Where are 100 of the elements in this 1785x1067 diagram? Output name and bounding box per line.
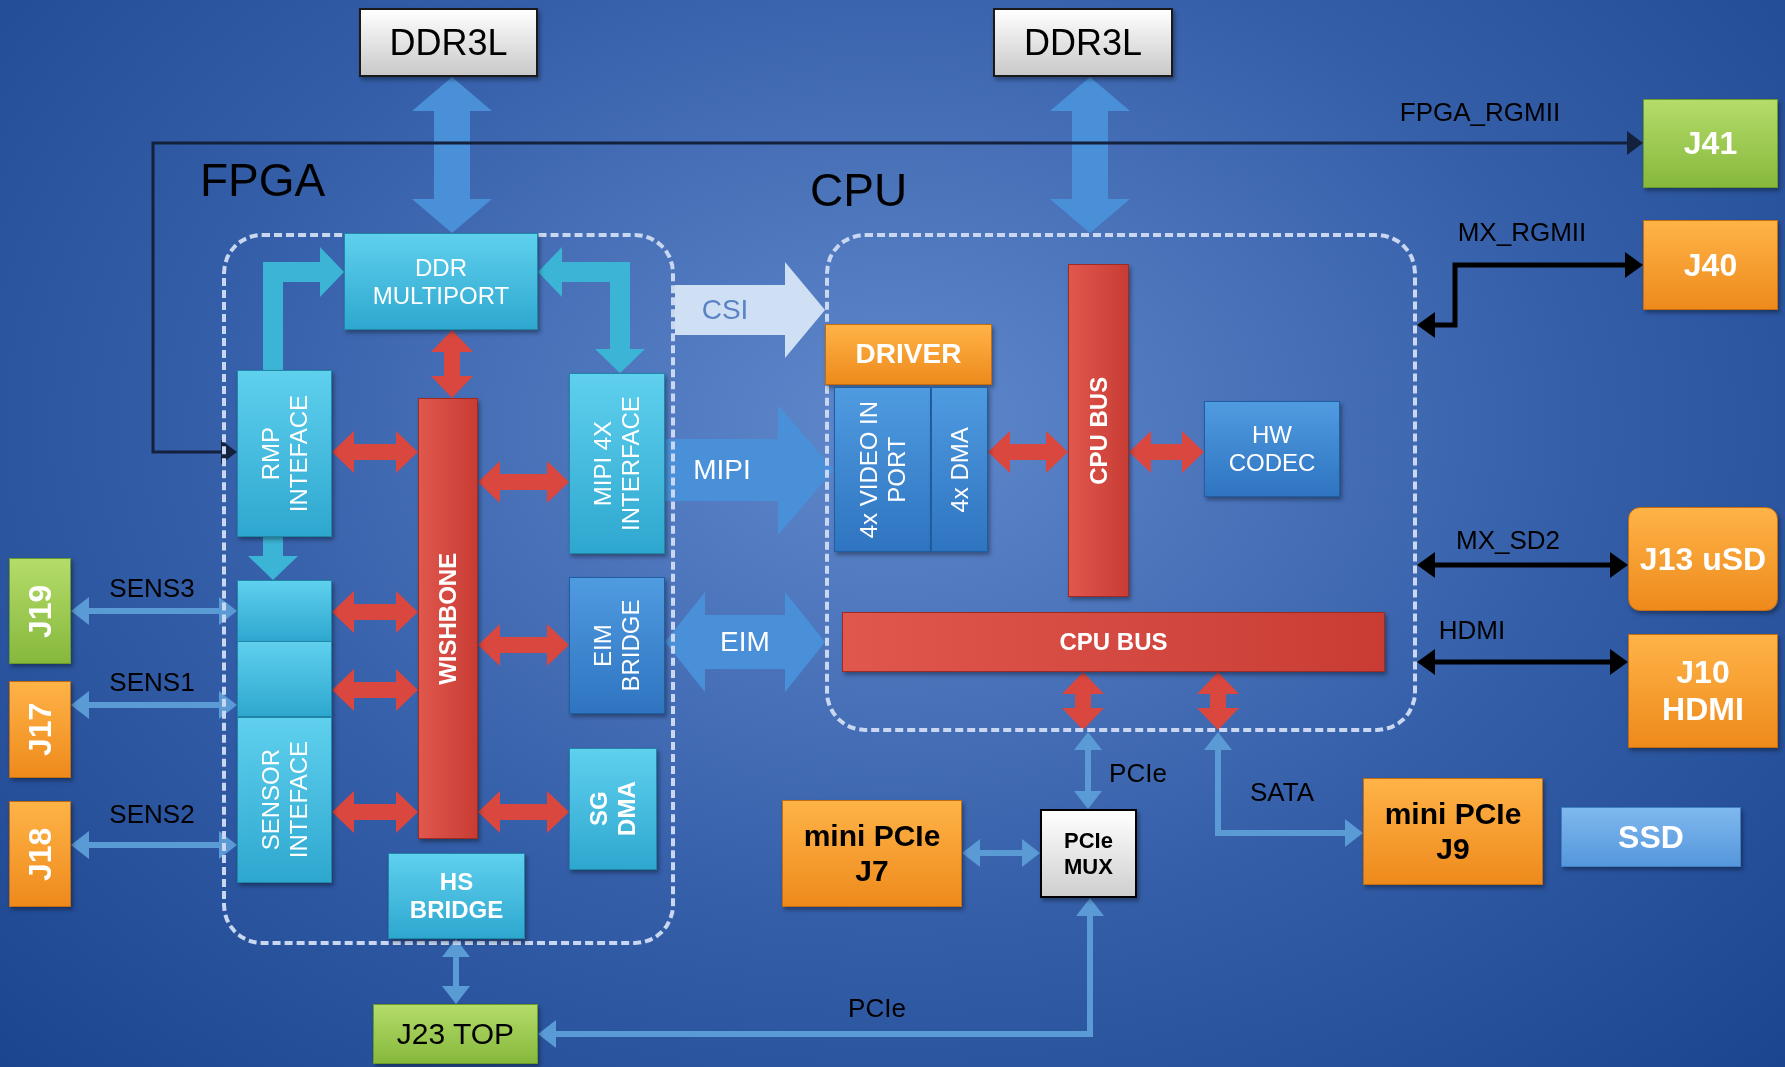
- block-label: HW CODEC: [1227, 421, 1317, 477]
- block-label: mini PCIe J9: [1383, 797, 1523, 866]
- module-block: [569, 577, 665, 714]
- connector-arrow: [71, 831, 237, 859]
- edge-label: SATA: [1249, 779, 1315, 805]
- block-label: WISHBONE: [434, 551, 462, 687]
- connector-arrow: [988, 431, 1068, 473]
- block-label: J10 HDMI: [1661, 654, 1745, 728]
- connector-arrow: [71, 691, 237, 719]
- block-label: J17: [21, 701, 59, 759]
- connector-arrow: [1129, 431, 1204, 473]
- module-block: [834, 387, 931, 552]
- module-block: [931, 387, 988, 552]
- connector-arrow: [332, 669, 418, 711]
- group-heading: CPU: [810, 167, 908, 213]
- block-label: PCIe MUX: [1063, 828, 1114, 879]
- connector-arrow: [538, 898, 1104, 1048]
- block-label: CPU BUS: [1058, 628, 1169, 656]
- block-label: J18: [21, 826, 59, 883]
- connector-arrow: [962, 839, 1040, 867]
- connector-block: [373, 1004, 538, 1064]
- connector-arrow: [1417, 552, 1628, 578]
- bus-bar: [1068, 264, 1129, 597]
- connector-arrow: [665, 405, 834, 535]
- stacked-module-block: [237, 580, 332, 642]
- block-label: 4x DMA: [945, 425, 974, 515]
- connector-arrow: [478, 461, 569, 503]
- block-label: 4x VIDEO IN PORT: [854, 399, 911, 541]
- edge-label: MIPI: [693, 456, 751, 484]
- memory-block: [359, 8, 538, 77]
- module-block: [569, 748, 657, 870]
- edge-label: MX_RGMII: [1457, 219, 1587, 245]
- block-label: SSD: [1617, 818, 1685, 856]
- connector-arrow: [412, 77, 492, 233]
- connector-block: [782, 800, 962, 907]
- connector-arrow: [1197, 672, 1239, 730]
- connector-block: [1628, 634, 1778, 748]
- connector-arrow: [665, 592, 825, 692]
- module-block: [569, 373, 665, 554]
- connector-arrow: [1062, 672, 1104, 730]
- edge-label: HDMI: [1438, 617, 1506, 643]
- connector-arrow: [1417, 649, 1628, 675]
- edge-label: PCIe: [1109, 760, 1167, 786]
- edge-label: SENS3: [109, 575, 195, 601]
- connector-arrow: [1204, 732, 1363, 847]
- block-label: DDR3L: [388, 21, 509, 64]
- group-heading: FPGA: [200, 157, 326, 203]
- block-label: DDR3L: [1022, 21, 1143, 64]
- edge-label: FPGA_RGMII: [1399, 99, 1561, 125]
- edge-label: CSI: [701, 296, 749, 324]
- block-label: J23 TOP: [395, 1016, 516, 1052]
- module-block: [237, 370, 332, 537]
- block-label: mini PCIe J7: [802, 819, 942, 888]
- connector-arrow: [332, 591, 418, 633]
- block-label: HS BRIDGE: [408, 868, 505, 924]
- connector-arrow: [675, 262, 825, 358]
- edge-label: SENS2: [109, 801, 195, 827]
- edge-label: PCIe: [848, 995, 906, 1021]
- connector-arrow: [431, 330, 473, 398]
- edge-label: MX_SD2: [1456, 527, 1560, 553]
- block-label: J13 uSD: [1638, 540, 1768, 578]
- connector-arrow: [478, 624, 569, 666]
- module-block: [344, 233, 538, 330]
- connector-arrow: [332, 791, 418, 833]
- connector-arrow: [1050, 77, 1130, 233]
- connector-arrow: [332, 431, 418, 473]
- connector-arrow: [478, 791, 569, 833]
- bus-bar: [418, 398, 478, 839]
- connector-arrow: [71, 597, 237, 625]
- edge-label: EIM: [720, 628, 770, 656]
- connector-block: [9, 681, 71, 778]
- block-label: J19: [21, 583, 59, 640]
- connector-arrow: [442, 939, 470, 1004]
- connector-block: [1643, 99, 1778, 188]
- memory-block: [993, 8, 1173, 77]
- connector-arrow: [151, 131, 1643, 464]
- connector-block: [1363, 778, 1543, 885]
- connector-arrow: [248, 537, 298, 580]
- connector-arrow: [538, 247, 645, 373]
- module-block: [1204, 401, 1340, 497]
- connector-arrow: [1417, 252, 1643, 338]
- block-label: MIPI 4X INTERFACE: [589, 395, 645, 533]
- module-block: [1040, 809, 1137, 898]
- module-block: [1561, 807, 1741, 867]
- bus-bar: [842, 612, 1385, 672]
- connector-block: [1628, 507, 1778, 611]
- block-label: DDR MULTIPORT: [371, 253, 511, 310]
- stacked-module-block: [237, 641, 332, 717]
- block-label: SENSOR INTEFACE: [256, 740, 313, 861]
- block-label: SG DMA: [585, 780, 641, 839]
- connector-block: [9, 801, 71, 907]
- module-block: [388, 853, 525, 939]
- module-block: [825, 324, 992, 385]
- block-label: EIM BRIDGE: [589, 598, 645, 694]
- connector-block: [9, 558, 71, 664]
- block-label: J41: [1682, 125, 1739, 162]
- block-label: DRIVER: [854, 338, 963, 371]
- edge-label: SENS1: [109, 669, 195, 695]
- connector-arrow: [1074, 732, 1102, 809]
- connector-block: [1643, 220, 1778, 310]
